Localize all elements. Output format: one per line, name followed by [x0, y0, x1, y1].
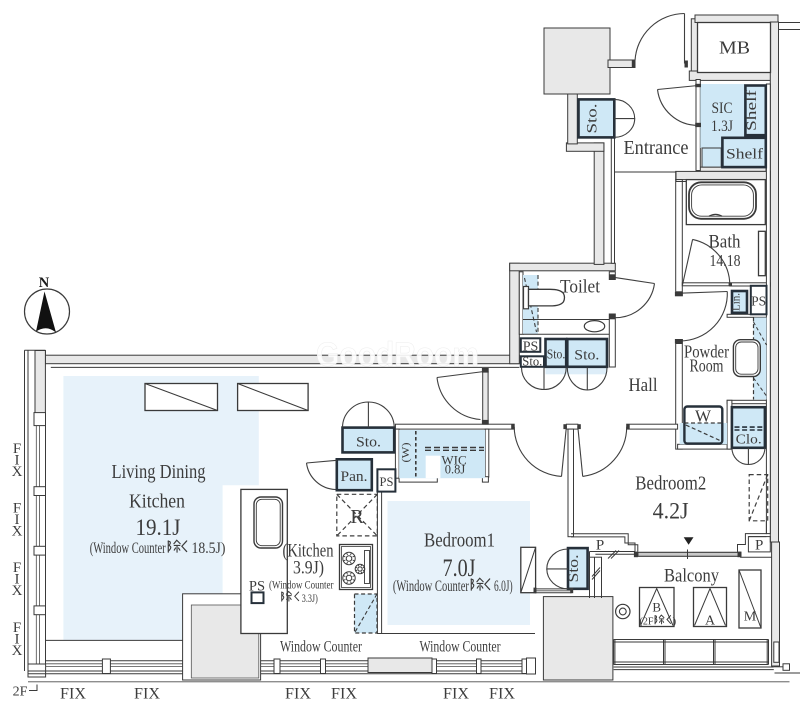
svg-text:3.9J): 3.9J) [293, 559, 324, 579]
svg-text:Bedroom2: Bedroom2 [635, 473, 706, 495]
svg-text:0.8J: 0.8J [445, 463, 466, 477]
svg-text:FIX: FIX [12, 501, 23, 540]
svg-text:GoodRoom: GoodRoom [316, 336, 479, 374]
svg-text:7.0J: 7.0J [443, 555, 476, 582]
svg-text:3.3J): 3.3J) [302, 591, 318, 605]
svg-text:FIX: FIX [12, 560, 23, 599]
svg-text:FIX: FIX [489, 686, 515, 703]
svg-text:FIX: FIX [134, 686, 160, 703]
svg-text:N: N [39, 275, 50, 291]
svg-text:PS: PS [751, 294, 766, 309]
svg-text:FIX: FIX [443, 686, 469, 703]
svg-text:FIX: FIX [60, 686, 86, 703]
svg-text:FIX: FIX [285, 686, 311, 703]
svg-text:FIX: FIX [331, 686, 357, 703]
svg-text:19.1J: 19.1J [136, 515, 181, 541]
svg-text:R: R [350, 506, 364, 528]
svg-text:PS: PS [249, 579, 265, 595]
svg-text:6.0J): 6.0J) [494, 578, 513, 595]
svg-text:Bedroom1: Bedroom1 [424, 530, 495, 552]
svg-text:W: W [695, 407, 712, 426]
svg-text:2F: 2F [13, 685, 28, 700]
svg-text:Kitchen: Kitchen [129, 490, 185, 512]
svg-text:(Window Counter: (Window Counter [90, 540, 167, 557]
svg-text:Sto.: Sto. [356, 435, 381, 451]
svg-text:Window Counter: Window Counter [420, 639, 501, 656]
svg-text:(2F: (2F [640, 616, 654, 628]
svg-text:Lin.: Lin. [730, 293, 742, 311]
svg-text:14.18: 14.18 [710, 251, 741, 270]
svg-text:Sto.: Sto. [574, 348, 599, 364]
svg-text:P: P [755, 538, 763, 554]
svg-text:(Window Counter: (Window Counter [393, 578, 470, 595]
svg-text:WIC: WIC [441, 453, 466, 468]
svg-text:(Window Counter: (Window Counter [269, 577, 334, 591]
svg-text:B: B [652, 600, 661, 615]
svg-text:4.2J: 4.2J [653, 499, 689, 524]
svg-text:A: A [705, 614, 716, 629]
svg-text:Sto.: Sto. [522, 355, 542, 369]
svg-text:Room: Room [690, 356, 724, 376]
svg-text:Sto.: Sto. [585, 104, 601, 134]
svg-text:SIC: SIC [712, 100, 733, 117]
svg-text:PS: PS [380, 475, 394, 489]
svg-text:Clo.: Clo. [736, 433, 762, 448]
svg-text:Sto.: Sto. [547, 347, 566, 362]
svg-text:Shelf: Shelf [744, 90, 760, 131]
svg-text:Hall: Hall [629, 375, 658, 396]
svg-text:Living Dining: Living Dining [112, 461, 206, 483]
svg-text:Sto.: Sto. [566, 555, 582, 583]
svg-text:M: M [744, 610, 757, 625]
svg-text:18.5J): 18.5J) [192, 540, 226, 557]
svg-text:P: P [596, 538, 604, 554]
svg-text:FIX: FIX [12, 441, 23, 480]
svg-text:PS: PS [523, 340, 539, 355]
svg-text:): ) [673, 616, 677, 628]
svg-text:Balcony: Balcony [664, 566, 719, 587]
svg-text:Shelf: Shelf [726, 147, 763, 163]
svg-text:Window Counter: Window Counter [280, 639, 362, 656]
svg-text:Entrance: Entrance [624, 137, 689, 159]
svg-text:FIX: FIX [12, 620, 23, 659]
svg-text:MB: MB [719, 38, 750, 58]
svg-text:Powder: Powder [684, 342, 729, 362]
svg-text:1.3J: 1.3J [711, 118, 733, 135]
svg-text:(W): (W) [401, 442, 412, 463]
svg-text:Toilet: Toilet [560, 277, 601, 298]
svg-text:Pan.: Pan. [341, 469, 368, 485]
svg-text:Bath: Bath [709, 232, 741, 253]
svg-text:(Kitchen: (Kitchen [283, 542, 334, 562]
